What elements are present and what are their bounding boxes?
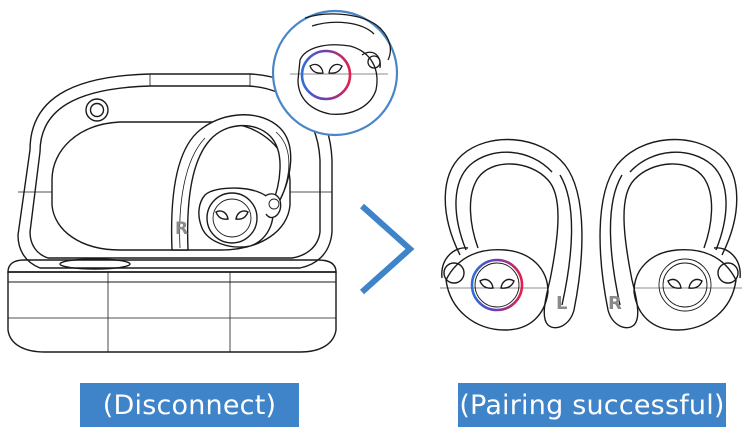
charging-case bbox=[7, 73, 337, 353]
transition-arrow bbox=[359, 203, 415, 295]
right-earbud bbox=[599, 138, 742, 331]
left-earbud-label: L bbox=[556, 293, 567, 314]
caption-pairing-successful: (Pairing successful) bbox=[458, 383, 726, 427]
caption-disconnect: (Disconnect) bbox=[80, 383, 299, 427]
right-earbud-label: R bbox=[608, 293, 622, 314]
case-earbud bbox=[170, 114, 292, 251]
led-indicator-ring bbox=[300, 49, 352, 101]
left-earbud bbox=[440, 138, 583, 331]
pairing-led-ring bbox=[470, 258, 524, 312]
case-earbud-label: R bbox=[175, 219, 188, 239]
zoom-callout bbox=[271, 9, 399, 137]
